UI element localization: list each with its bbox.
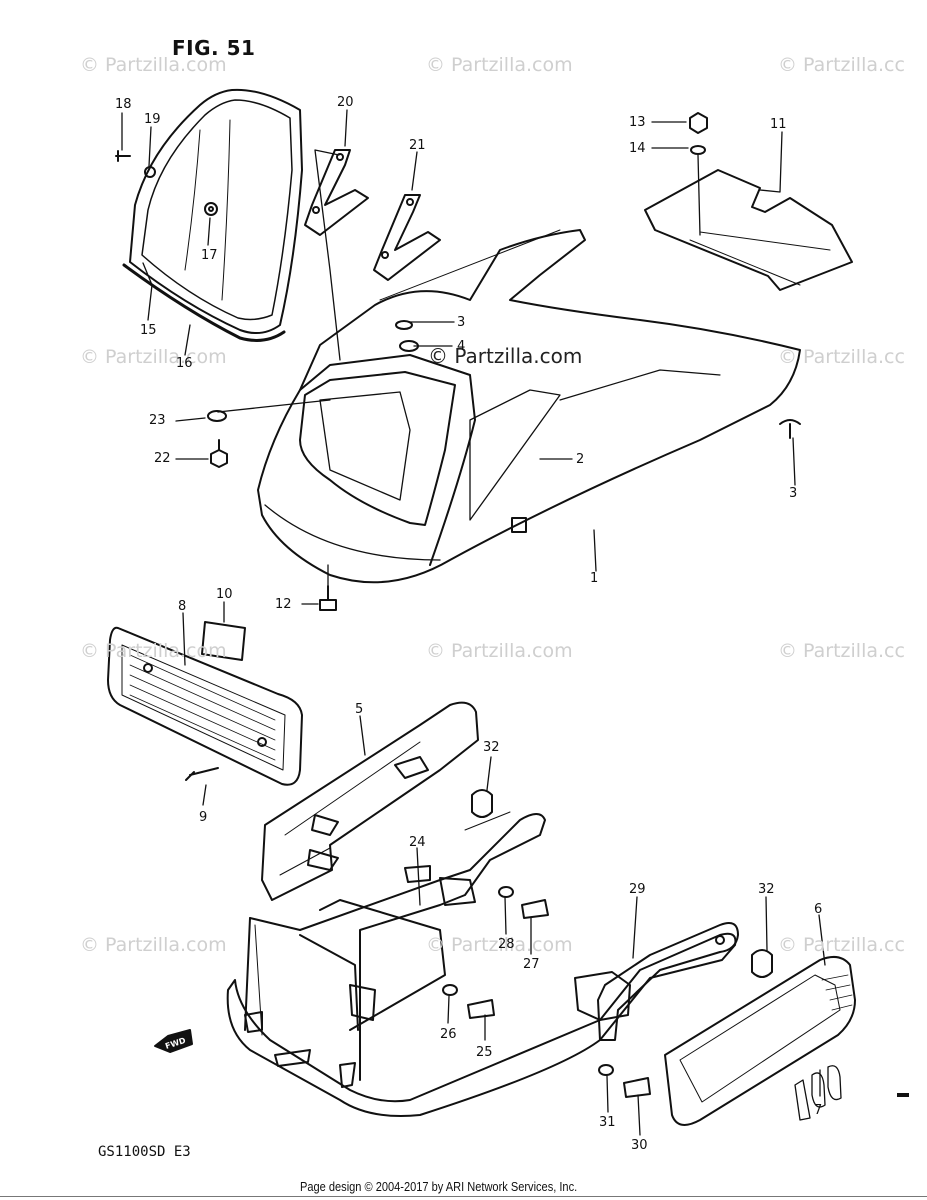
watermark-text: © Partzilla.com <box>80 640 227 662</box>
callout-32: 32 <box>483 740 500 755</box>
reflector-drawing <box>201 621 246 661</box>
arm-drawing <box>574 922 739 1041</box>
callout-7: 7 <box>814 1103 823 1118</box>
edge-mark <box>897 1093 909 1097</box>
footer-copyright: Page design © 2004-2017 by ARI Network S… <box>300 1179 578 1194</box>
callout-20: 20 <box>337 95 354 110</box>
callout-13: 13 <box>629 115 646 130</box>
watermark-text: © Partzilla.com <box>426 640 573 662</box>
leader-lines <box>121 109 826 1136</box>
watermark-text: © Partzilla.cc <box>778 640 905 662</box>
callout-24: 24 <box>409 835 426 850</box>
windscreen-drawing <box>122 88 303 342</box>
callout-18: 18 <box>115 97 132 112</box>
plate-drawing <box>644 169 853 291</box>
callout-3: 3 <box>789 486 798 501</box>
bracket-drawings <box>304 149 441 281</box>
callout-23: 23 <box>149 413 166 428</box>
watermark-text: © Partzilla.cc <box>778 346 905 368</box>
callout-14: 14 <box>629 141 646 156</box>
callout-4: 4 <box>457 339 466 354</box>
mount-plate-drawing <box>261 701 479 901</box>
callout-29: 29 <box>629 882 646 897</box>
watermark-text: © Partzilla.com <box>80 346 227 368</box>
watermark-text: © Partzilla.com <box>80 54 227 76</box>
callout-21: 21 <box>409 138 426 153</box>
watermark-text: © Partzilla.com <box>426 934 573 956</box>
small-fastener-drawings <box>442 886 651 1098</box>
callout-26: 26 <box>440 1027 457 1042</box>
callout-3: 3 <box>457 315 466 330</box>
fwd-arrow-drawing <box>154 1029 193 1053</box>
callout-27: 27 <box>523 957 540 972</box>
model-code: GS1100SD E3 <box>98 1144 191 1160</box>
watermark-text: © Partzilla.cc <box>778 54 905 76</box>
tail-cowl-drawing <box>257 229 801 584</box>
callout-11: 11 <box>770 117 787 132</box>
watermark-center: © Partzilla.com <box>428 344 583 368</box>
callout-12: 12 <box>275 597 292 612</box>
nut-drawings <box>689 112 708 155</box>
callout-16: 16 <box>176 356 193 371</box>
callout-17: 17 <box>201 248 218 263</box>
side-cover-drawing <box>664 955 856 1126</box>
watermark-text: © Partzilla.com <box>426 54 573 76</box>
screw-drawings <box>115 150 218 216</box>
callout-9: 9 <box>199 810 208 825</box>
cover-drawing <box>107 626 303 786</box>
footer-divider <box>0 1196 927 1197</box>
callout-25: 25 <box>476 1045 493 1060</box>
callout-28: 28 <box>498 937 515 952</box>
callout-5: 5 <box>355 702 364 717</box>
watermark-text: © Partzilla.com <box>80 934 227 956</box>
callout-10: 10 <box>216 587 233 602</box>
callout-31: 31 <box>599 1115 616 1130</box>
figure-title: FIG. 51 <box>172 36 256 60</box>
frame-drawing <box>226 811 737 1117</box>
callout-30: 30 <box>631 1138 648 1153</box>
callout-8: 8 <box>178 599 187 614</box>
callout-1: 1 <box>590 571 599 586</box>
callout-32: 32 <box>758 882 775 897</box>
callout-15: 15 <box>140 323 157 338</box>
callout-2: 2 <box>576 452 585 467</box>
callout-22: 22 <box>154 451 171 466</box>
callout-6: 6 <box>814 902 823 917</box>
callout-19: 19 <box>144 112 161 127</box>
watermark-text: © Partzilla.cc <box>778 934 905 956</box>
grommet-drawings <box>471 789 773 978</box>
